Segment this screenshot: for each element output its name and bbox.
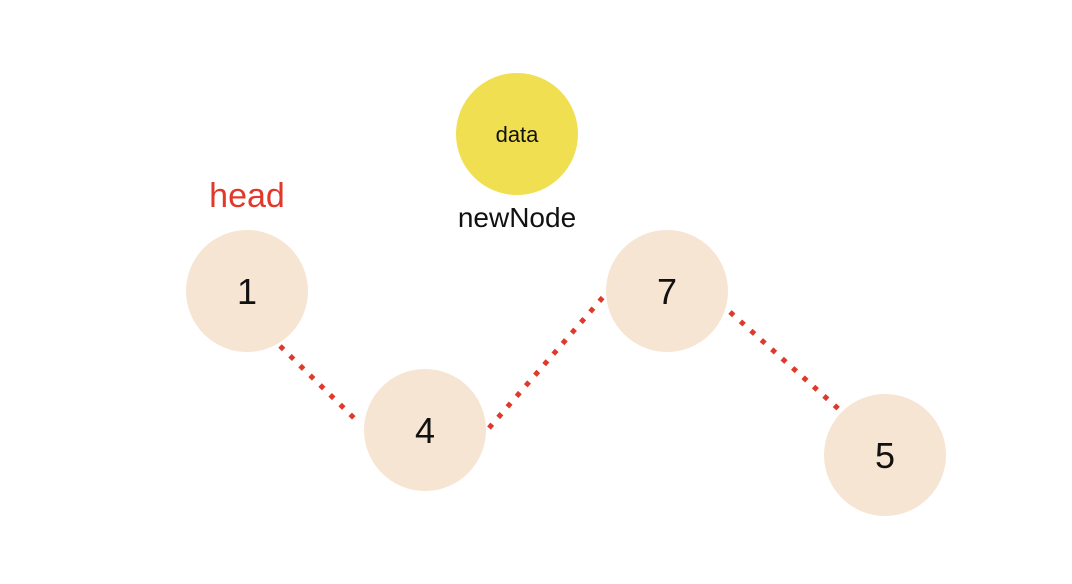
link-node-1-to-node-4 (278, 344, 358, 422)
list-node-1[interactable]: 1 (186, 230, 308, 352)
list-node-value: 4 (415, 410, 435, 451)
list-node-circle[interactable] (364, 369, 486, 491)
list-node-4[interactable]: 4 (364, 369, 486, 491)
link-node-4-to-node-7 (487, 294, 606, 430)
new-node-circle[interactable] (456, 73, 578, 195)
new-node-label: newNode (458, 202, 576, 233)
link-node-7-to-node-5 (728, 310, 844, 414)
list-node-value: 1 (237, 271, 257, 312)
list-node-value: 5 (875, 435, 895, 476)
list-node-circle[interactable] (824, 394, 946, 516)
new-node-value: data (496, 122, 540, 147)
links (278, 294, 844, 430)
list-node-7[interactable]: 7 (606, 230, 728, 352)
head-label: head (209, 177, 285, 215)
list-node-circle[interactable] (606, 230, 728, 352)
list-node-5[interactable]: 5 (824, 394, 946, 516)
new-node[interactable]: data (456, 73, 578, 195)
list-node-circle[interactable] (186, 230, 308, 352)
list-node-value: 7 (657, 271, 677, 312)
